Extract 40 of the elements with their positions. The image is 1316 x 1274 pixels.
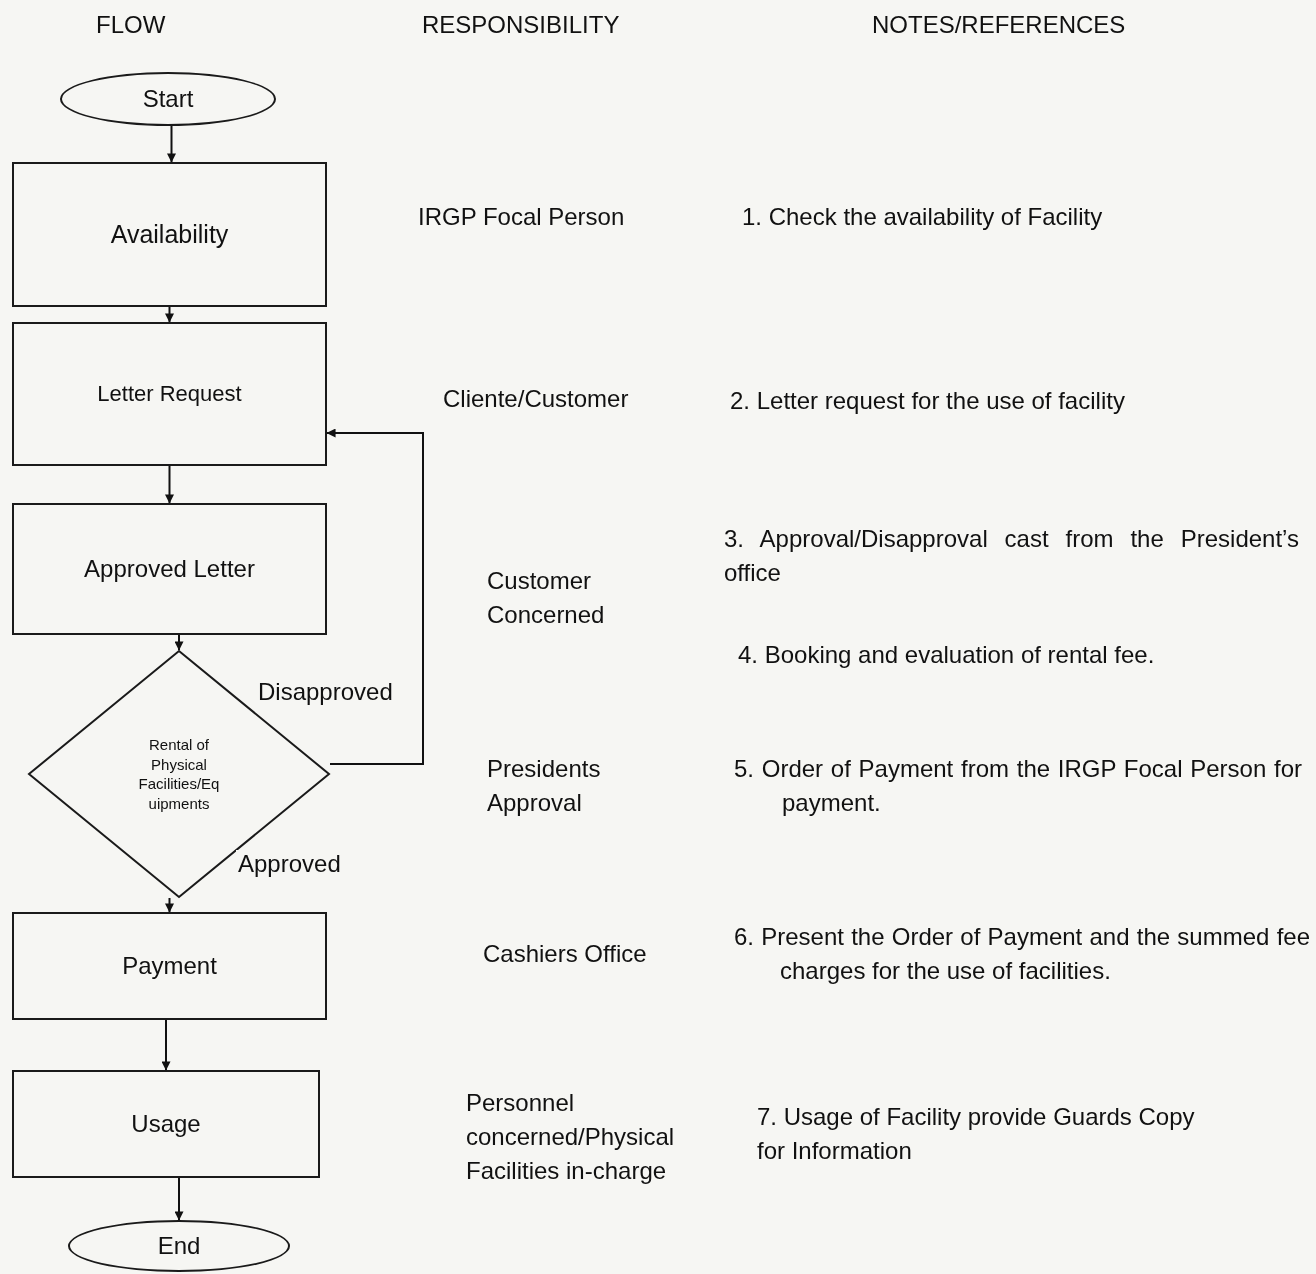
column-heading: RESPONSIBILITY	[422, 10, 621, 40]
node-text: Letter Request	[96, 380, 243, 408]
arrow	[174, 1177, 184, 1221]
node-text: Usage	[130, 1109, 202, 1139]
arrow	[161, 1019, 171, 1071]
node-text: End	[156, 1231, 202, 1261]
note-text: 1. Check the availability of Facility	[742, 202, 1104, 232]
decision-text: Rental of Physical Facilities/Eq uipments	[137, 735, 221, 813]
arrow	[165, 465, 174, 504]
process-box	[12, 322, 327, 466]
process-box	[12, 1070, 320, 1178]
responsibility-text: Cliente/Customer	[443, 384, 630, 414]
note-text: 3. Approval/Disapproval cast from the President’s office	[724, 524, 1299, 589]
note-text: 5. Order of Payment from the IRGP Focal Person for payment.	[734, 754, 1302, 819]
edge-label: Approved	[236, 850, 343, 879]
process-box	[12, 503, 327, 635]
end-terminal	[68, 1220, 290, 1272]
arrow	[165, 306, 174, 323]
column-heading: FLOW	[96, 10, 167, 40]
node-text: Payment	[121, 951, 218, 981]
responsibility-text: Cashiers Office	[483, 939, 648, 969]
arrow	[326, 428, 424, 766]
start-terminal	[60, 72, 276, 126]
note-text: 4. Booking and evaluation of rental fee.	[738, 640, 1156, 670]
arrow	[165, 897, 174, 913]
column-heading: NOTES/REFERENCES	[872, 10, 1127, 40]
arrow	[167, 125, 176, 163]
arrow	[174, 634, 184, 651]
note-text: 6. Present the Order of Payment and the summed fee charges for the use of facilities.	[734, 922, 1310, 987]
process-box	[12, 912, 327, 1020]
process-box	[12, 162, 327, 307]
responsibility-text: Personnel concerned/Physical Facilities in-charge	[466, 1088, 676, 1187]
note-text: 2. Letter request for the use of facility	[730, 386, 1126, 416]
node-text: Start	[141, 84, 195, 114]
responsibility-text: Customer Concerned	[487, 566, 606, 631]
note-text: 7. Usage of Facility provide Guards Copy for Information	[757, 1102, 1196, 1167]
responsibility-text: Presidents Approval	[487, 754, 602, 819]
node-text: Approved Letter	[83, 554, 256, 584]
node-text: Availability	[109, 218, 230, 250]
responsibility-text: IRGP Focal Person	[418, 202, 626, 232]
